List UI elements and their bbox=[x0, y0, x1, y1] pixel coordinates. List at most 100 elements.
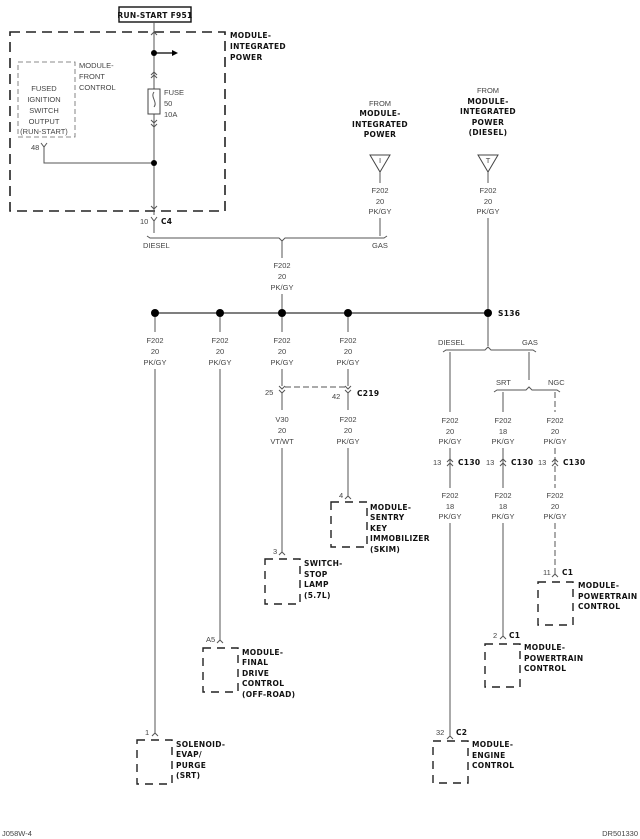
svg-text:FINAL: FINAL bbox=[242, 658, 268, 667]
variant-brace bbox=[146, 235, 388, 242]
c130-pin: 13 bbox=[433, 458, 441, 467]
wire-48 bbox=[40, 142, 154, 164]
svg-text:POWERTRAIN: POWERTRAIN bbox=[578, 592, 637, 601]
svg-text:18: 18 bbox=[446, 502, 454, 511]
svg-text:SWITCH-: SWITCH- bbox=[304, 559, 343, 568]
svg-text:PK/GY: PK/GY bbox=[544, 437, 567, 446]
svg-text:20: 20 bbox=[551, 502, 559, 511]
c130-connector: C130 bbox=[563, 458, 585, 467]
svg-text:INTEGRATED: INTEGRATED bbox=[352, 120, 408, 129]
svg-text:F202: F202 bbox=[546, 491, 563, 500]
svg-text:PK/GY: PK/GY bbox=[492, 437, 515, 446]
svg-text:FUSE: FUSE bbox=[164, 88, 184, 97]
svg-text:CONTROL: CONTROL bbox=[242, 679, 284, 688]
label-srt: SRT bbox=[496, 378, 511, 387]
svg-text:PK/GY: PK/GY bbox=[492, 512, 515, 521]
label-diesel: DIESEL bbox=[143, 241, 170, 250]
svg-text:IMMOBILIZER: IMMOBILIZER bbox=[370, 534, 430, 543]
pcm-ngc-box bbox=[537, 581, 574, 626]
svg-text:POWERTRAIN: POWERTRAIN bbox=[524, 654, 583, 663]
evap-solenoid-label: SOLENOID- EVAP/ PURGE (SRT) bbox=[176, 740, 225, 780]
svg-text:F202: F202 bbox=[494, 491, 511, 500]
skim-module-label: MODULE- SENTRY KEY IMMOBILIZER (SKIM) bbox=[370, 503, 430, 554]
svg-text:FROM: FROM bbox=[369, 99, 391, 108]
c130-pin: 13 bbox=[486, 458, 494, 467]
pcm-ngc-pin: 11 bbox=[543, 568, 551, 577]
svg-text:V30: V30 bbox=[275, 415, 288, 424]
title-run-start: RUN-START F951 bbox=[117, 11, 192, 20]
splice-dot bbox=[278, 309, 286, 317]
wire-v30-label: V30 20 VT/WT bbox=[270, 415, 294, 446]
svg-text:F202: F202 bbox=[339, 415, 356, 424]
s136-label-gas: GAS bbox=[522, 338, 538, 347]
svg-text:F202: F202 bbox=[441, 491, 458, 500]
svg-text:F202: F202 bbox=[273, 336, 290, 345]
svg-text:I: I bbox=[379, 156, 381, 165]
module-integrated-power-label: MODULE- INTEGRATED POWER bbox=[230, 31, 286, 62]
c219-connector: C219 bbox=[357, 389, 379, 398]
c130-connector: C130 bbox=[458, 458, 480, 467]
run-start-box bbox=[118, 6, 192, 23]
final-drive-pin: A5 bbox=[206, 635, 215, 644]
c130-diesel-lower-label: F202 18 PK/GY bbox=[439, 491, 462, 521]
svg-text:F202: F202 bbox=[339, 336, 356, 345]
fused-ignition-output-label: FUSED IGNITION SWITCH OUTPUT (RUN-START) bbox=[20, 84, 68, 136]
c219-pin-left: 25 bbox=[265, 388, 273, 397]
wire-label-center: F202 20 PK/GY bbox=[271, 261, 294, 292]
svg-text:20: 20 bbox=[446, 427, 454, 436]
final-drive-module-box bbox=[202, 647, 239, 693]
splice-dot bbox=[344, 309, 352, 317]
svg-text:FROM: FROM bbox=[477, 86, 499, 95]
svg-text:FRONT: FRONT bbox=[79, 72, 105, 81]
svg-text:PK/GY: PK/GY bbox=[144, 358, 167, 367]
svg-text:POWER: POWER bbox=[230, 53, 263, 62]
svg-text:MODULE-: MODULE- bbox=[370, 503, 411, 512]
svg-text:MODULE-: MODULE- bbox=[524, 643, 565, 652]
stop-lamp-switch-box bbox=[264, 558, 301, 605]
svg-text:PURGE: PURGE bbox=[176, 761, 206, 770]
svg-text:ENGINE: ENGINE bbox=[472, 751, 506, 760]
c130-srt-upper-label: F202 18 PK/GY bbox=[492, 416, 515, 446]
svg-text:(5.7L): (5.7L) bbox=[304, 591, 331, 600]
svg-text:F202: F202 bbox=[371, 186, 388, 195]
svg-text:F202: F202 bbox=[273, 261, 290, 270]
svg-text:(RUN-START): (RUN-START) bbox=[20, 127, 68, 136]
svg-text:20: 20 bbox=[151, 347, 159, 356]
pcm-ngc-connector: C1 bbox=[562, 568, 573, 577]
svg-text:LAMP: LAMP bbox=[304, 580, 329, 589]
skim-pin: 4 bbox=[339, 491, 343, 500]
svg-text:F202: F202 bbox=[479, 186, 496, 195]
svg-text:POWER: POWER bbox=[472, 118, 505, 127]
fuse-icon bbox=[147, 88, 161, 115]
svg-text:PK/GY: PK/GY bbox=[271, 283, 294, 292]
c130-diesel-upper-label: F202 20 PK/GY bbox=[439, 416, 462, 446]
svg-text:PK/GY: PK/GY bbox=[369, 207, 392, 216]
pcm-srt-connector: C1 bbox=[509, 631, 520, 640]
svg-text:EVAP/: EVAP/ bbox=[176, 750, 202, 759]
stop-lamp-switch-label: SWITCH- STOP LAMP (5.7L) bbox=[304, 559, 343, 600]
wire-skim-label: F202 20 PK/GY bbox=[337, 415, 360, 446]
pin-48: 48 bbox=[31, 143, 39, 152]
svg-text:MODULE-: MODULE- bbox=[79, 61, 114, 70]
svg-text:PK/GY: PK/GY bbox=[439, 512, 462, 521]
module-integrated-power-box bbox=[9, 31, 226, 212]
pcm-ngc-label: MODULE- POWERTRAIN CONTROL bbox=[578, 581, 637, 611]
svg-text:20: 20 bbox=[278, 426, 286, 435]
svg-text:PK/GY: PK/GY bbox=[439, 437, 462, 446]
svg-text:FUSED: FUSED bbox=[31, 84, 57, 93]
splice-s136-label: S136 bbox=[498, 309, 520, 318]
svg-text:MODULE-: MODULE- bbox=[472, 740, 513, 749]
module-front-control-label: MODULE- FRONT CONTROL bbox=[79, 61, 116, 92]
c130-connector: C130 bbox=[511, 458, 533, 467]
svg-text:KEY: KEY bbox=[370, 524, 388, 533]
fuse-label: FUSE 50 10A bbox=[164, 88, 184, 119]
ecm-pin: 32 bbox=[436, 728, 444, 737]
splice-dot bbox=[216, 309, 224, 317]
svg-text:PK/GY: PK/GY bbox=[209, 358, 232, 367]
svg-text:20: 20 bbox=[551, 427, 559, 436]
svg-text:F202: F202 bbox=[211, 336, 228, 345]
svg-text:OUTPUT: OUTPUT bbox=[29, 117, 60, 126]
from-mip-diesel-label: FROM MODULE- INTEGRATED POWER (DIESEL) bbox=[460, 86, 516, 137]
svg-text:PK/GY: PK/GY bbox=[544, 512, 567, 521]
svg-text:MODULE-: MODULE- bbox=[242, 648, 283, 657]
